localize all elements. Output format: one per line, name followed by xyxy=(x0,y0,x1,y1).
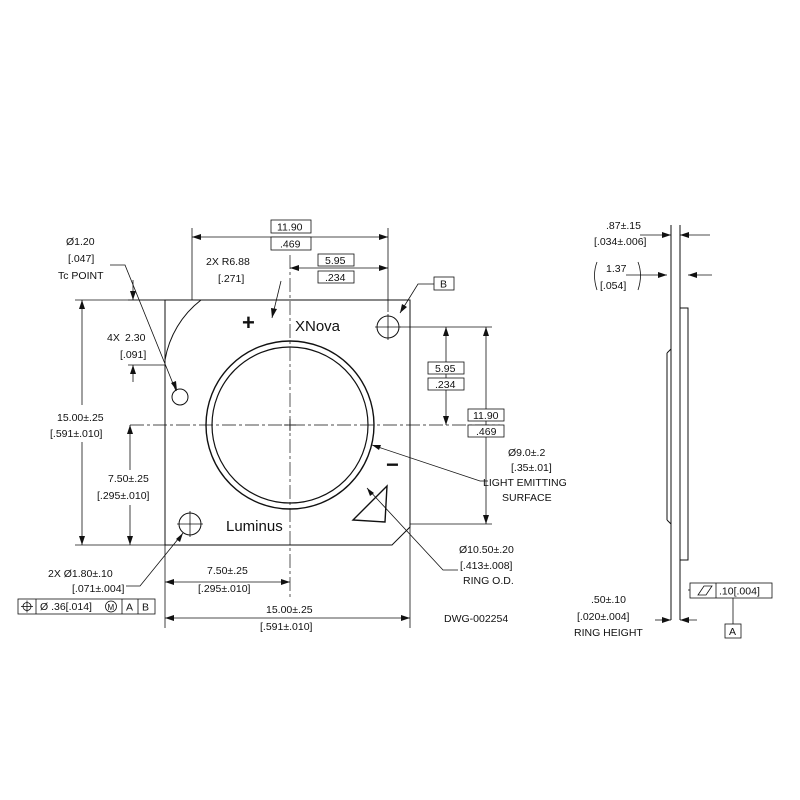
fcf-modifier: M xyxy=(108,603,115,612)
ring-od-dim-in: [.413±.008] xyxy=(460,560,513,572)
feature-control-frame: Ø .36[.014] M A B xyxy=(17,598,156,615)
mounting-hole-bottom-left xyxy=(177,511,203,537)
plus-mark: + xyxy=(242,310,255,335)
side-thk: .87±.15 xyxy=(606,220,641,232)
fcf-datum-b: B xyxy=(142,602,149,614)
hole-dim-in: [.071±.004] xyxy=(72,583,125,595)
hole-dim: 2X Ø1.80±.10 xyxy=(48,568,113,580)
brand-luminus: Luminus xyxy=(226,518,283,535)
les-label-1: LIGHT EMITTING xyxy=(483,477,567,489)
les-label-2: SURFACE xyxy=(502,492,552,504)
half-height-dim-in: [.295±.010] xyxy=(97,490,150,502)
corner-radius-arc xyxy=(164,299,202,361)
dim-234-right: .234 xyxy=(435,379,456,391)
datum-b-box xyxy=(433,276,455,291)
ring-od-label: RING O.D. xyxy=(463,575,514,587)
brand-xnova: XNova xyxy=(295,318,341,335)
package-outline xyxy=(164,299,411,546)
dim-11-90: 11.90 xyxy=(277,222,303,234)
dim-469: .469 xyxy=(280,239,301,251)
tc-point-circle xyxy=(171,388,189,406)
tc-point-dia-in: [.047] xyxy=(68,253,94,265)
dim-234-top: .234 xyxy=(325,272,346,284)
radius-label: 2X R6.88 xyxy=(206,256,250,268)
height-dim: 15.00±.25 xyxy=(57,412,104,424)
datum-a-label: A xyxy=(729,626,736,638)
ring-od-dim: Ø10.50±.20 xyxy=(459,544,514,556)
side-view xyxy=(666,225,689,620)
flatness-frame: .10[.004] xyxy=(688,582,773,599)
side-total-in: [.054] xyxy=(600,280,626,292)
side-total: 1.37 xyxy=(606,263,627,275)
tc-point-label: Tc POINT xyxy=(58,270,104,282)
dim-box-11-90 xyxy=(270,219,312,234)
corner-4x: 4X xyxy=(107,332,120,344)
ring-height-dim: .50±.10 xyxy=(591,594,626,606)
half-height-dim: 7.50±.25 xyxy=(108,473,149,485)
width-dim-in: [.591±.010] xyxy=(260,621,313,633)
dim-box-469 xyxy=(270,236,312,251)
ring-height-dim-in: [.020±.004] xyxy=(577,611,630,623)
datum-b-label: B xyxy=(440,279,447,291)
fcf-value: Ø .36[.014] xyxy=(40,601,92,613)
dim-5-95-right: 5.95 xyxy=(435,363,456,375)
side-thk-in: [.034±.006] xyxy=(594,236,647,248)
mounting-hole-top-right xyxy=(375,314,401,340)
cathode-triangle xyxy=(351,484,388,523)
minus-mark: − xyxy=(386,452,399,477)
drawing-number: DWG-002254 xyxy=(444,613,508,625)
les-dia-in: [.35±.01] xyxy=(511,462,552,474)
flatness-value: .10[.004] xyxy=(719,586,760,598)
tc-point-dia: Ø1.20 xyxy=(66,236,95,248)
height-dim-in: [.591±.010] xyxy=(50,428,103,440)
radius-label-in: [.271] xyxy=(218,273,244,285)
dim-11-90-right: 11.90 xyxy=(473,410,499,422)
dim-5-95-top: 5.95 xyxy=(325,255,346,267)
datum-a-box xyxy=(724,623,742,639)
les-dia: Ø9.0±.2 xyxy=(508,447,545,459)
width-dim: 15.00±.25 xyxy=(266,604,313,616)
corner-in: [.091] xyxy=(120,349,146,361)
half-width-dim-in: [.295±.010] xyxy=(198,583,251,595)
dim-469-right: .469 xyxy=(476,426,497,438)
corner-val: 2.30 xyxy=(125,332,146,344)
fcf-datum-a: A xyxy=(126,602,133,614)
half-width-dim: 7.50±.25 xyxy=(207,565,248,577)
ring-height-label: RING HEIGHT xyxy=(574,627,643,639)
